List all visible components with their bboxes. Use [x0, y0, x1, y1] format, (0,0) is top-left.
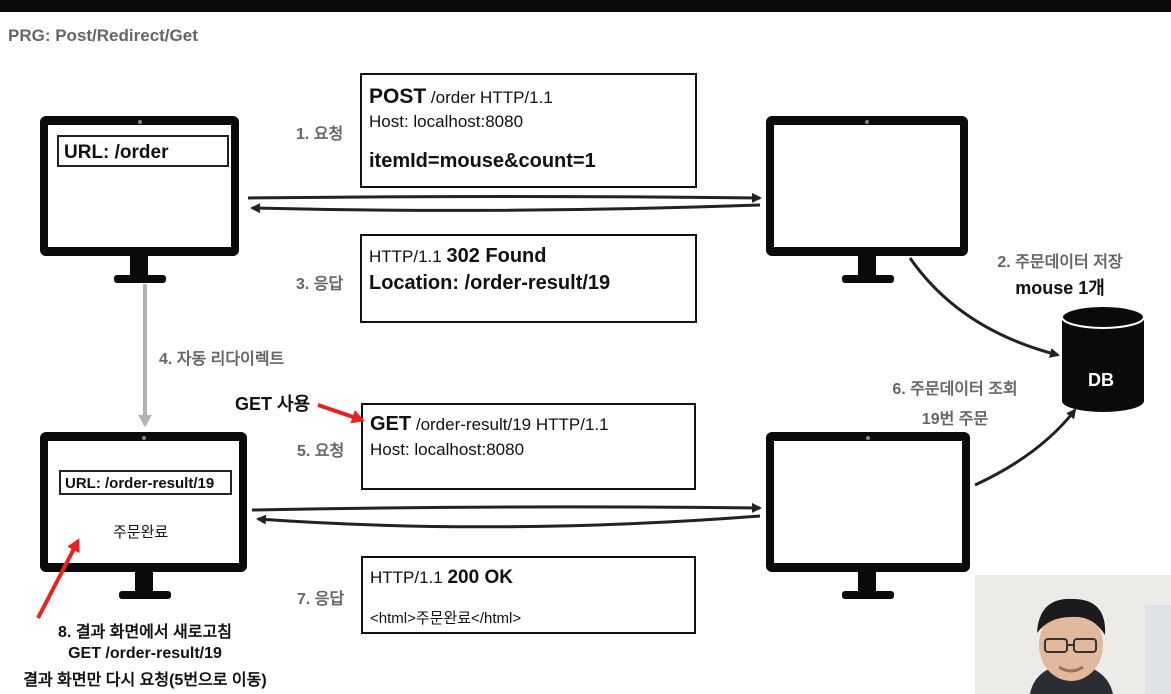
response2-status-prefix: HTTP/1.1 — [370, 568, 448, 587]
refresh-note-line1: 8. 결과 화면에서 새로고침 — [58, 624, 232, 641]
refresh-pointer-arrow — [36, 538, 80, 619]
save-note-line1: 2. 주문데이터 저장 — [997, 254, 1123, 271]
top-bar — [0, 0, 1171, 12]
request2-host: Host: localhost:8080 — [370, 440, 525, 459]
query-note-line2: 19번 주문 — [921, 411, 989, 428]
request2-method: GET — [370, 413, 412, 435]
request1-host: Host: localhost:8080 — [369, 112, 524, 131]
url-bar-bottom[interactable]: URL: /order-result/19 — [59, 470, 232, 495]
save-arrow — [908, 257, 1060, 358]
url-bar-top[interactable]: URL: /order — [57, 135, 229, 167]
refresh-note-line2: GET /order-result/19 — [68, 645, 222, 662]
refresh-note-line3: 결과 화면만 다시 요청(5번으로 이동) — [23, 672, 267, 689]
response1-arrow — [250, 203, 761, 214]
request1-method: POST — [369, 85, 427, 108]
database-icon — [1061, 305, 1145, 412]
step4-label: 4. 자동 리다이렉트 — [159, 351, 285, 368]
request2-line-rest: /order-result/19 HTTP/1.1 — [411, 415, 609, 434]
response2-status: 200 OK — [447, 567, 513, 588]
step1-label: 1. 요청 — [296, 126, 344, 143]
request-box-1: POST /order HTTP/1.1 Host: localhost:808… — [360, 73, 697, 188]
request-box-2: GET /order-result/19 HTTP/1.1 Host: loca… — [361, 403, 696, 490]
presenter-video — [975, 575, 1171, 694]
request2-arrow — [251, 502, 762, 513]
get-pointer-arrow — [317, 403, 365, 424]
db-label: DB — [1088, 370, 1114, 390]
response-box-1: HTTP/1.1 302 Found Location: /order-resu… — [360, 234, 697, 323]
request1-body: itemId=mouse&count=1 — [369, 150, 596, 172]
page-content-text: 주문완료 — [113, 524, 169, 541]
query-arrow — [974, 408, 1077, 487]
response2-arrow — [256, 514, 761, 529]
webcam-overlay — [975, 575, 1171, 694]
request1-line-rest: /order HTTP/1.1 — [426, 88, 553, 107]
save-note-line2: mouse 1개 — [1015, 278, 1105, 298]
url-text-top: URL: /order — [64, 142, 169, 163]
get-note: GET 사용 — [235, 394, 311, 414]
step7-label: 7. 응답 — [297, 591, 345, 608]
response1-location: Location: /order-result/19 — [369, 272, 611, 294]
page-title: PRG: Post/Redirect/Get — [8, 26, 198, 45]
response-box-2: HTTP/1.1 200 OK <html>주문완료</html> — [361, 556, 696, 634]
step5-label: 5. 요청 — [297, 443, 345, 460]
step3-label: 3. 응답 — [296, 276, 344, 293]
query-note-line1: 6. 주문데이터 조회 — [892, 381, 1018, 398]
request1-arrow — [247, 192, 762, 203]
response1-status-prefix: HTTP/1.1 — [369, 247, 447, 266]
save-note: 2. 주문데이터 저장 mouse 1개 — [975, 248, 1145, 300]
response2-body: <html>주문완료</html> — [370, 610, 522, 627]
url-text-bottom: URL: /order-result/19 — [65, 475, 215, 492]
response1-status: 302 Found — [446, 245, 547, 267]
query-note: 6. 주문데이터 조회 19번 주문 — [870, 375, 1040, 429]
refresh-note: 8. 결과 화면에서 새로고침 GET /order-result/19 결과 … — [0, 618, 290, 690]
